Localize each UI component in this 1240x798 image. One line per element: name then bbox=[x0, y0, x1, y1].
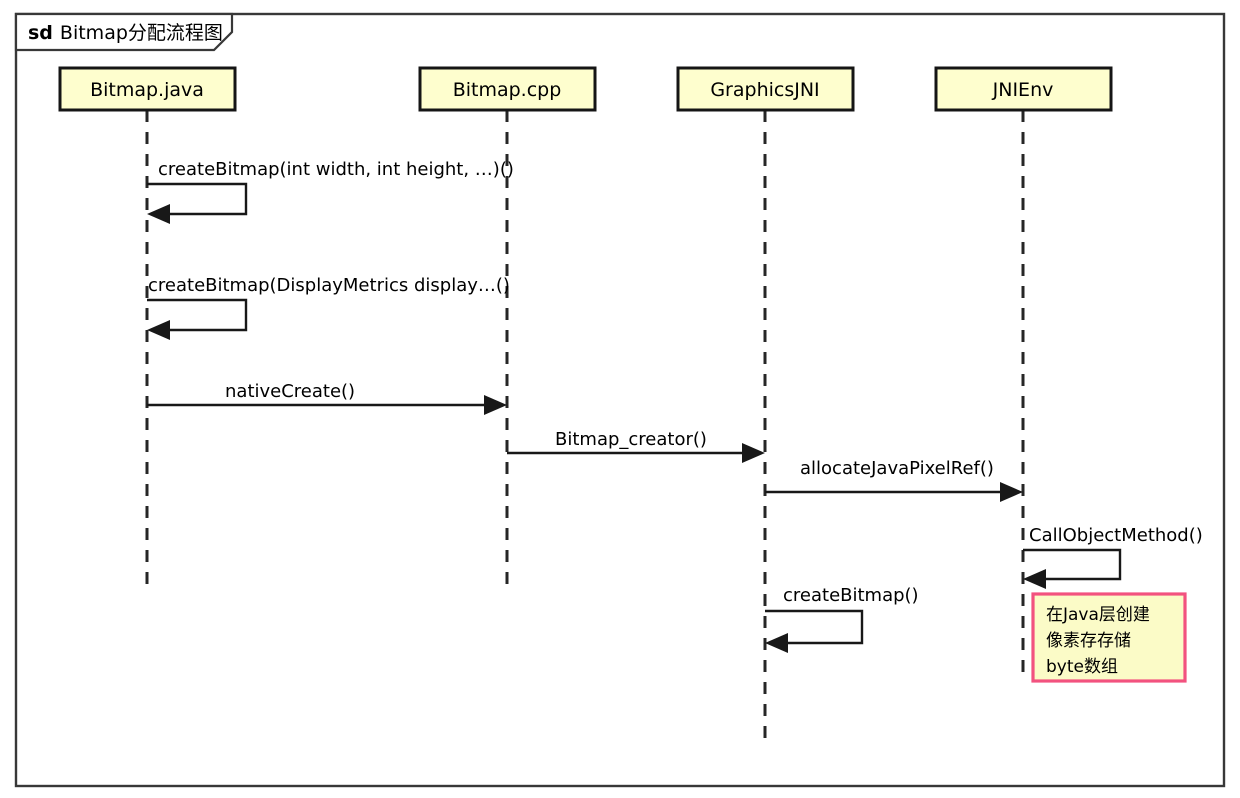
frame-title-keyword: sd bbox=[28, 22, 53, 44]
message-label-1: createBitmap(int width, int height, …)() bbox=[158, 159, 514, 180]
message-arrowhead-1 bbox=[147, 204, 170, 224]
message-path-2 bbox=[147, 298, 248, 332]
message-bitmap-creator[interactable]: Bitmap_creator() bbox=[507, 429, 765, 463]
participant-label-graphics-jni: GraphicsJNI bbox=[710, 79, 819, 101]
message-label-2: createBitmap(DisplayMetrics display…() bbox=[148, 275, 510, 296]
message-label-4: Bitmap_creator() bbox=[555, 429, 707, 450]
note-line-2: 像素存存储 bbox=[1046, 631, 1131, 651]
message-arrowhead-5 bbox=[1000, 482, 1023, 502]
message-label-3: nativeCreate() bbox=[225, 381, 355, 402]
participant-box-jni-env[interactable] bbox=[934, 66, 1113, 112]
participant-label-bitmap-java: Bitmap.java bbox=[90, 79, 204, 101]
message-path-7 bbox=[765, 609, 864, 645]
frame-title-label: Bitmap分配流程图 bbox=[60, 22, 223, 44]
message-self-createbitmap-displaymetrics[interactable]: createBitmap(DisplayMetrics display…() bbox=[147, 275, 510, 340]
participant-jni-env[interactable]: JNIEnv bbox=[934, 66, 1113, 112]
participant-box-graphics-jni[interactable] bbox=[676, 66, 855, 112]
message-arrowhead-4 bbox=[742, 443, 765, 463]
participant-bitmap-cpp[interactable]: Bitmap.cpp bbox=[418, 66, 597, 112]
participant-box-bitmap-cpp[interactable] bbox=[418, 66, 597, 112]
note-line-3: byte数组 bbox=[1046, 657, 1118, 677]
message-self-callobjectmethod[interactable]: CallObjectMethod() bbox=[1023, 525, 1203, 589]
message-self-createbitmap-int[interactable]: createBitmap(int width, int height, …)() bbox=[147, 159, 514, 224]
participant-box-bitmap-java[interactable] bbox=[58, 66, 237, 112]
note-line-1: 在Java层创建 bbox=[1046, 605, 1150, 625]
message-path-1 bbox=[147, 182, 248, 216]
message-arrowhead-7 bbox=[765, 633, 788, 653]
frame-title-tab bbox=[14, 12, 234, 52]
message-nativecreate[interactable]: nativeCreate() bbox=[147, 381, 507, 415]
message-path-6 bbox=[1023, 548, 1122, 581]
participant-label-jni-env: JNIEnv bbox=[992, 79, 1054, 101]
message-arrowhead-3 bbox=[484, 395, 507, 415]
frame-title: sd Bitmap分配流程图 bbox=[28, 22, 223, 44]
message-label-7: createBitmap() bbox=[783, 585, 919, 606]
participant-graphics-jni[interactable]: GraphicsJNI bbox=[676, 66, 855, 112]
message-label-5: allocateJavaPixelRef() bbox=[800, 458, 994, 479]
message-self-createbitmap-graphicsjni[interactable]: createBitmap() bbox=[765, 585, 919, 653]
message-allocatejavapixelref[interactable]: allocateJavaPixelRef() bbox=[765, 458, 1023, 502]
note-java-pixel-alloc[interactable]: 在Java层创建 像素存存储 byte数组 bbox=[1031, 592, 1187, 683]
note-box[interactable] bbox=[1031, 592, 1187, 683]
participant-label-bitmap-cpp: Bitmap.cpp bbox=[453, 79, 562, 101]
message-label-6: CallObjectMethod() bbox=[1029, 525, 1203, 546]
participant-bitmap-java[interactable]: Bitmap.java bbox=[58, 66, 237, 112]
message-arrowhead-6 bbox=[1023, 569, 1046, 589]
message-arrowhead-2 bbox=[147, 320, 170, 340]
